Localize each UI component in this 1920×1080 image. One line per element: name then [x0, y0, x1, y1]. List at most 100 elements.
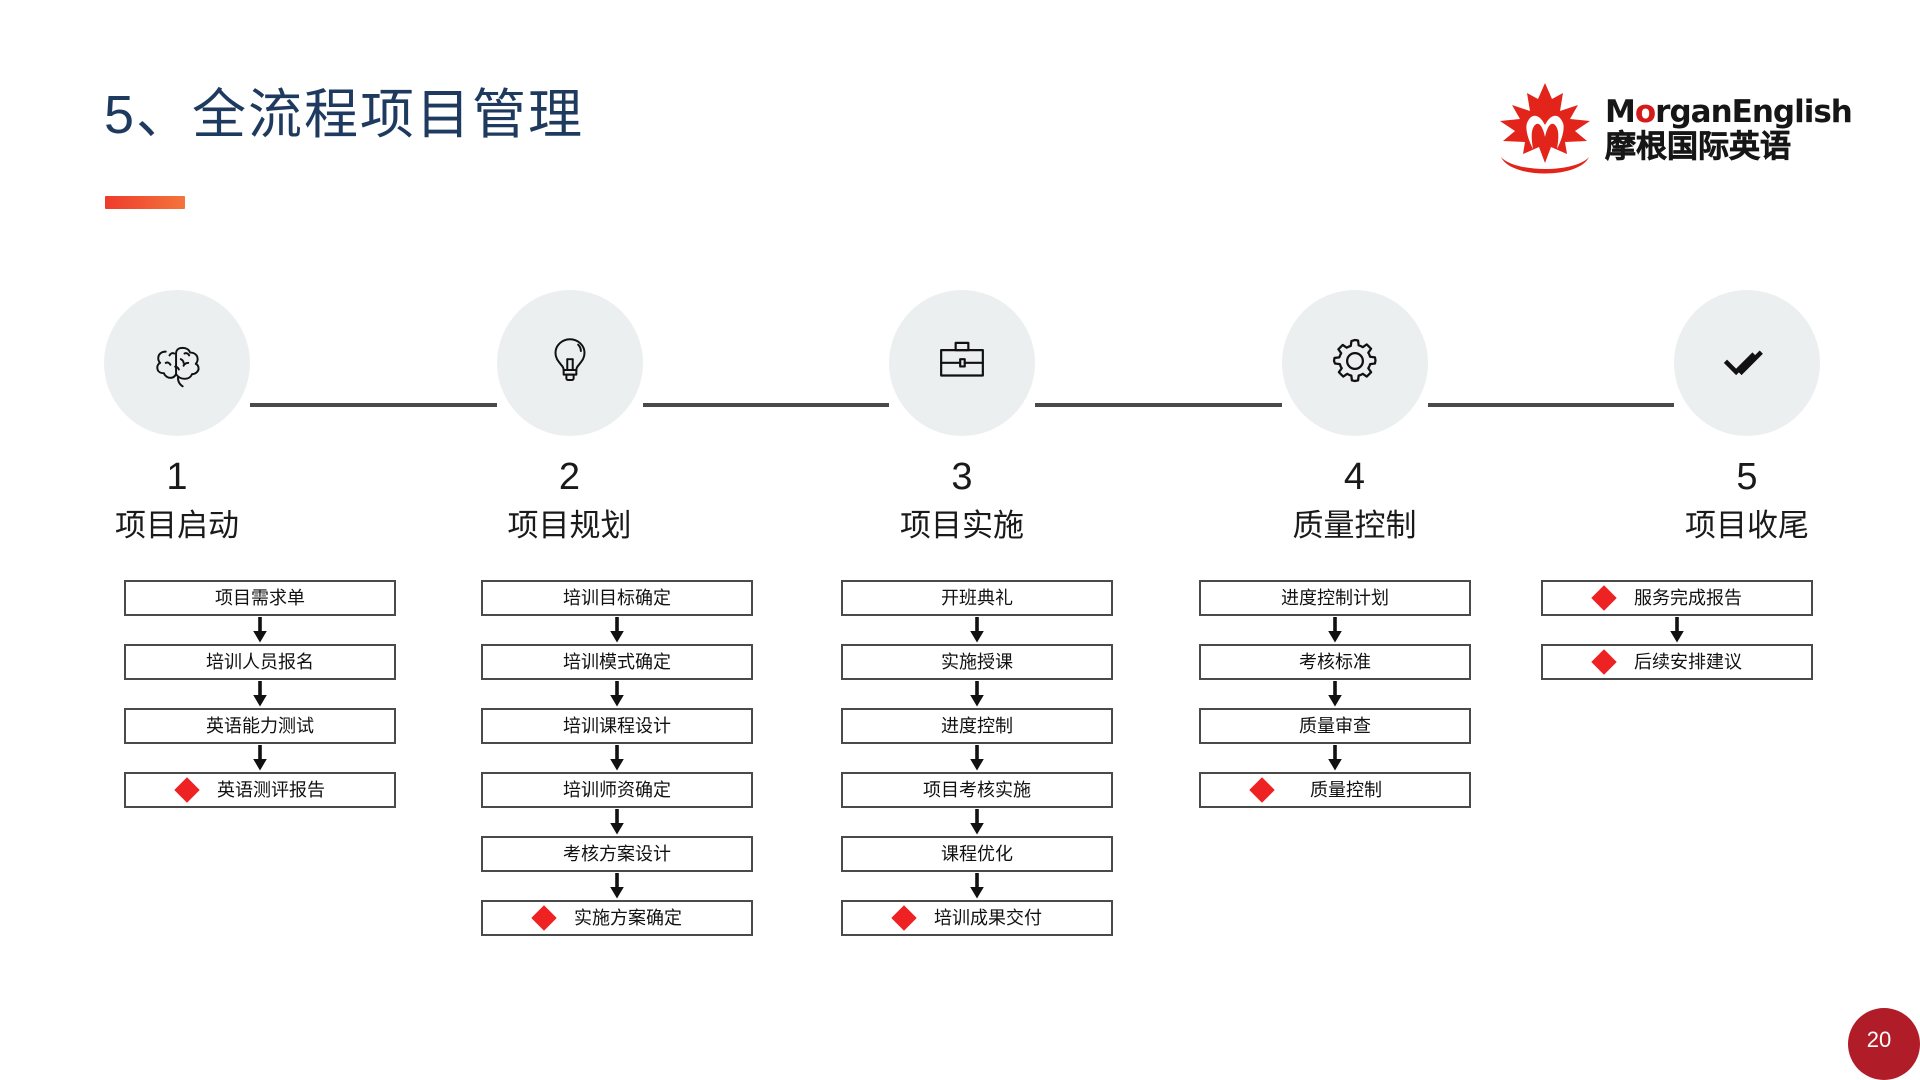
- timeline-step-number: 3: [951, 456, 973, 498]
- timeline-step-label: 项目收尾: [1685, 508, 1809, 543]
- title-accent-bar: [105, 196, 185, 209]
- milestone-diamond-icon: [531, 905, 557, 931]
- flow-step-label: 质量审查: [1299, 716, 1371, 736]
- flow-milestone-box[interactable]: 服务完成报告: [1541, 580, 1813, 616]
- flow-column-3: 开班典礼实施授课进度控制项目考核实施课程优化培训成果交付: [841, 580, 1113, 936]
- brand-logo: MorganEnglish 摩根国际英语: [1495, 78, 1853, 180]
- timeline-step-label: 项目规划: [507, 508, 632, 543]
- timeline-connector: [642, 403, 889, 407]
- timeline-step-2[interactable]: 2 项目规划: [496, 290, 643, 543]
- logo-english: MorganEnglish: [1605, 93, 1853, 130]
- lightbulb-icon: [541, 332, 599, 395]
- flow-step-box[interactable]: 英语能力测试: [124, 708, 396, 744]
- flow-step-label: 开班典礼: [941, 588, 1013, 608]
- brain-icon: [147, 331, 207, 396]
- timeline-connector: [250, 403, 497, 407]
- flow-step-label: 培训目标确定: [563, 588, 671, 608]
- flow-step-label: 课程优化: [941, 844, 1013, 864]
- flow-milestone-box[interactable]: 实施方案确定: [481, 900, 753, 936]
- flow-step-label: 培训师资确定: [563, 780, 671, 800]
- logo-english-prefix: M: [1605, 93, 1636, 130]
- flow-step-label: 进度控制计划: [1281, 588, 1389, 608]
- timeline-step-label: 项目实施: [900, 508, 1024, 543]
- timeline-step-circle: [104, 290, 250, 436]
- flow-step-label: 考核标准: [1299, 652, 1371, 672]
- flow-arrow-down-icon: [481, 808, 753, 836]
- flow-column-2: 培训目标确定培训模式确定培训课程设计培训师资确定考核方案设计实施方案确定: [481, 580, 753, 936]
- flow-milestone-box[interactable]: 培训成果交付: [841, 900, 1113, 936]
- flow-step-label: 培训人员报名: [206, 652, 314, 672]
- flow-step-box[interactable]: 课程优化: [841, 836, 1113, 872]
- flow-step-label: 培训课程设计: [563, 716, 671, 736]
- flow-arrow-down-icon: [841, 616, 1113, 644]
- flow-step-box[interactable]: 培训目标确定: [481, 580, 753, 616]
- flow-arrow-down-icon: [124, 616, 396, 644]
- page-title: 5、全流程项目管理: [104, 85, 585, 145]
- flow-step-box[interactable]: 培训师资确定: [481, 772, 753, 808]
- logo-text: MorganEnglish 摩根国际英语: [1605, 93, 1853, 162]
- flow-step-box[interactable]: 考核标准: [1199, 644, 1471, 680]
- flow-arrow-down-icon: [1541, 616, 1813, 644]
- logo-english-highlight: o: [1634, 93, 1656, 130]
- timeline-step-circle: [1674, 290, 1820, 436]
- flow-arrow-down-icon: [841, 808, 1113, 836]
- flow-step-label: 项目需求单: [215, 588, 305, 608]
- timeline-connector: [1427, 403, 1674, 407]
- flow-step-label: 服务完成报告: [1634, 588, 1742, 608]
- flow-step-label: 质量控制: [1310, 780, 1382, 800]
- timeline-step-number: 2: [558, 456, 581, 498]
- milestone-diamond-icon: [1591, 649, 1617, 675]
- flow-arrow-down-icon: [481, 680, 753, 708]
- timeline-connector: [1035, 403, 1282, 407]
- flow-step-box[interactable]: 质量审查: [1199, 708, 1471, 744]
- page-number: 20: [1866, 1027, 1892, 1052]
- timeline-step-label: 质量控制: [1292, 508, 1417, 543]
- flow-step-label: 实施方案确定: [574, 908, 682, 928]
- flow-arrow-down-icon: [481, 744, 753, 772]
- flow-milestone-box[interactable]: 质量控制: [1199, 772, 1471, 808]
- flow-step-label: 后续安排建议: [1634, 652, 1742, 672]
- flow-step-label: 培训成果交付: [934, 908, 1042, 928]
- flow-step-box[interactable]: 项目需求单: [124, 580, 396, 616]
- flow-step-label: 实施授课: [941, 652, 1013, 672]
- flow-arrow-down-icon: [1199, 744, 1471, 772]
- flow-step-box[interactable]: 项目考核实施: [841, 772, 1113, 808]
- gear-icon: [1327, 333, 1383, 394]
- flow-column-1: 项目需求单培训人员报名英语能力测试英语测评报告: [124, 580, 396, 808]
- flow-arrow-down-icon: [1199, 616, 1471, 644]
- flow-step-label: 项目考核实施: [923, 780, 1031, 800]
- flow-milestone-box[interactable]: 英语测评报告: [124, 772, 396, 808]
- milestone-diamond-icon: [1591, 585, 1617, 611]
- flow-step-label: 进度控制: [941, 716, 1013, 736]
- flow-arrow-down-icon: [841, 872, 1113, 900]
- logo-english-suffix: rganEnglish: [1655, 93, 1853, 130]
- flow-step-box[interactable]: 培训课程设计: [481, 708, 753, 744]
- timeline-step-circle: [496, 290, 643, 436]
- page-number-badge: 20: [1848, 1008, 1920, 1080]
- flow-milestone-box[interactable]: 后续安排建议: [1541, 644, 1813, 680]
- timeline-step-circle: [1281, 290, 1428, 436]
- timeline-step-circle: [889, 290, 1035, 436]
- flow-columns: 项目需求单培训人员报名英语能力测试英语测评报告培训目标确定培训模式确定培训课程设…: [0, 580, 1920, 980]
- timeline-step-number: 5: [1736, 456, 1758, 498]
- milestone-diamond-icon: [891, 905, 917, 931]
- flow-step-box[interactable]: 实施授课: [841, 644, 1113, 680]
- flow-step-label: 英语测评报告: [217, 780, 325, 800]
- flow-arrow-down-icon: [481, 872, 753, 900]
- flow-step-box[interactable]: 开班典礼: [841, 580, 1113, 616]
- timeline-step-5[interactable]: 5 项目收尾: [1674, 290, 1820, 541]
- double-check-icon: [1718, 332, 1776, 395]
- flow-step-box[interactable]: 培训模式确定: [481, 644, 753, 680]
- timeline-step-3[interactable]: 3 项目实施: [889, 290, 1035, 541]
- flow-arrow-down-icon: [124, 680, 396, 708]
- flow-step-label: 英语能力测试: [206, 716, 314, 736]
- maple-leaf-icon: [1495, 79, 1595, 179]
- flow-step-box[interactable]: 培训人员报名: [124, 644, 396, 680]
- flow-step-box[interactable]: 进度控制计划: [1199, 580, 1471, 616]
- flow-step-box[interactable]: 进度控制: [841, 708, 1113, 744]
- flow-step-box[interactable]: 考核方案设计: [481, 836, 753, 872]
- flow-column-4: 进度控制计划考核标准质量审查质量控制: [1199, 580, 1471, 808]
